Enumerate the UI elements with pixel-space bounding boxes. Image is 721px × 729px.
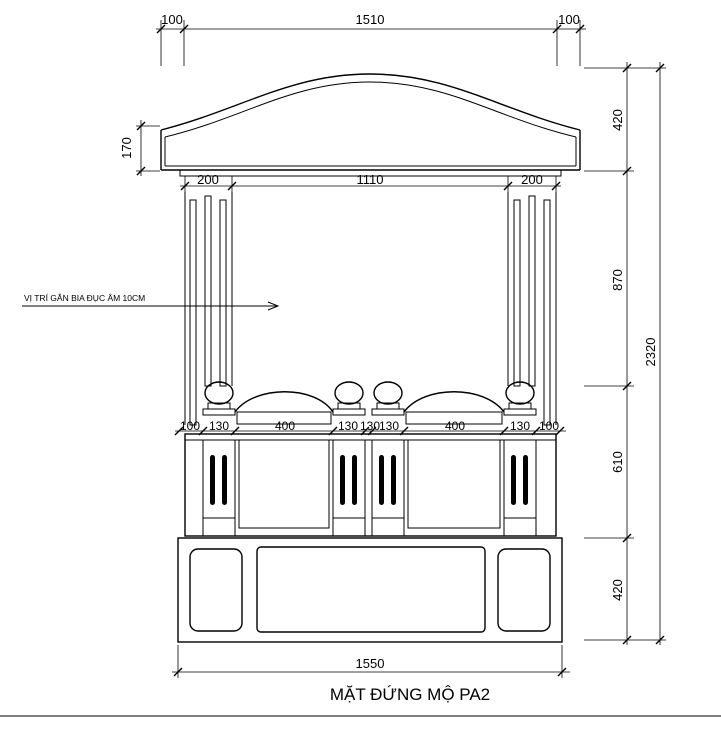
- dim-top-right: 100: [558, 12, 580, 27]
- dim-column-left: 200: [197, 172, 219, 187]
- stele-annotation: VỊ TRÍ GẮN BIA ĐỤC ÂM 10CM: [22, 293, 280, 311]
- dim-rail-3: 400: [275, 419, 295, 433]
- dim-rail-2: 130: [209, 419, 229, 433]
- dim-top-width: 1510: [356, 12, 385, 27]
- dim-column-height: 870: [610, 269, 625, 291]
- rail-dimension: 100 130 400 130 130 130 400 130 100: [174, 419, 566, 436]
- dim-cornice: 170: [119, 137, 134, 159]
- top-dimension: 100 1510 100: [156, 12, 586, 66]
- right-vertical-dimensions: 420 870 610 420 2320: [584, 62, 666, 645]
- dim-base-width: 1550: [356, 656, 385, 671]
- dim-rail-1: 100: [180, 419, 200, 433]
- left-flower-panel: [238, 439, 330, 529]
- dim-column-gap: 1110: [357, 172, 384, 187]
- stele-note: VỊ TRÍ GẮN BIA ĐỤC ÂM 10CM: [24, 293, 145, 303]
- dim-top-left: 100: [161, 12, 183, 27]
- dim-rail-height: 610: [610, 451, 625, 473]
- railing-body: [184, 433, 557, 537]
- roof: [160, 73, 581, 177]
- dim-rail-5: 130: [360, 419, 380, 433]
- right-stone-panel: [497, 548, 551, 632]
- base: [177, 537, 563, 643]
- right-column: [507, 192, 557, 426]
- dim-rail-7: 400: [445, 419, 465, 433]
- dim-rail-4: 130: [338, 419, 358, 433]
- railing-finials: [202, 381, 537, 416]
- cornice-dimension: 170: [119, 120, 160, 176]
- left-stone-panel: [189, 548, 243, 632]
- dim-column-right: 200: [521, 172, 543, 187]
- base-width-dimension: 1550: [172, 645, 570, 678]
- dim-base-height: 420: [610, 579, 625, 601]
- left-column: [184, 192, 233, 426]
- dim-roof-height: 420: [610, 109, 625, 131]
- dim-rail-9: 100: [539, 419, 559, 433]
- dim-rail-8: 130: [510, 419, 530, 433]
- vine-panel: [256, 546, 486, 633]
- dim-rail-6: 130: [379, 419, 399, 433]
- right-flower-panel: [407, 439, 501, 529]
- dim-total-height: 2320: [643, 338, 658, 367]
- rail-tick-0: [174, 426, 184, 436]
- rail-tick-9: [555, 426, 565, 436]
- drawing-title: MẶT ĐỨNG MỘ PA2: [330, 685, 490, 704]
- column-dimensions: 200 1110 200: [180, 172, 561, 192]
- railing-arches: [234, 391, 505, 425]
